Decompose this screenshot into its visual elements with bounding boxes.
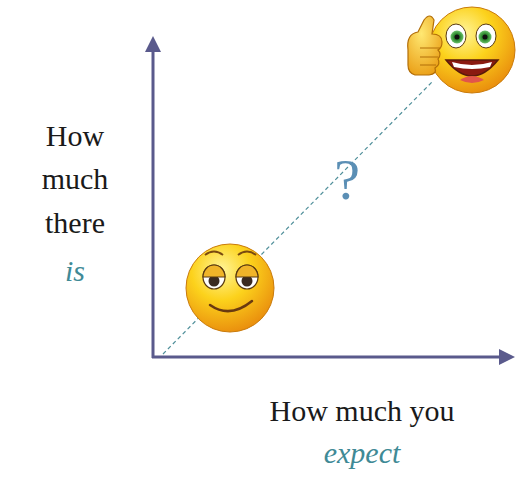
- y-axis-label: How much there: [15, 114, 135, 245]
- y-axis-label-emphasis: is: [65, 254, 85, 287]
- diagonal-dashed-line: [163, 82, 432, 354]
- thumbs-up-face-emoji: [408, 7, 515, 93]
- x-axis-label: How much you: [270, 394, 455, 427]
- content-face-emoji: [186, 244, 274, 332]
- x-axis-label-emphasis: expect: [324, 436, 401, 469]
- question-mark: ?: [334, 148, 360, 212]
